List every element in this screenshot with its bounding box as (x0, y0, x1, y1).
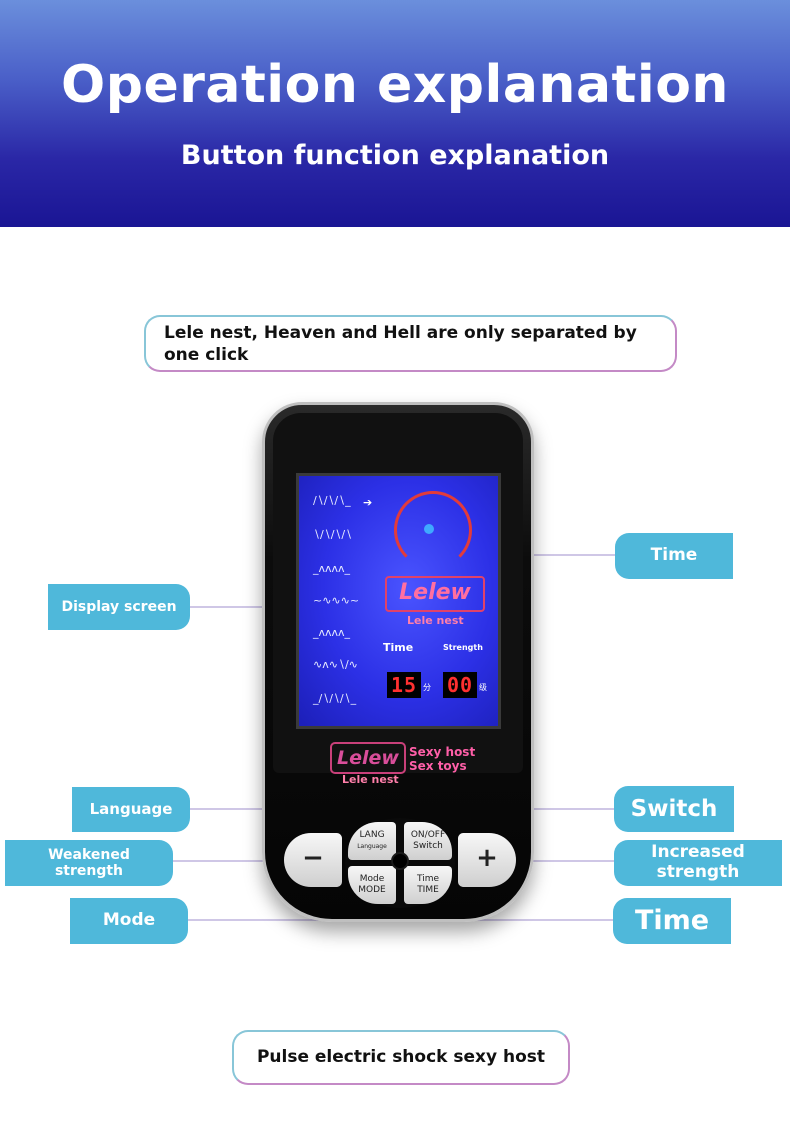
tag-time-bottom: Time (613, 898, 731, 944)
screen-strength-label: Strength (443, 643, 483, 652)
connector-time-bottom (418, 919, 614, 921)
top-note: Lele nest, Heaven and Hell are only sepa… (144, 315, 677, 372)
time-button-label: Time (416, 874, 440, 884)
ring-dot-icon (424, 524, 434, 534)
strength-readout: 00 (443, 672, 477, 698)
page-subtitle: Button function explanation (180, 140, 610, 171)
tag-mode: Mode (70, 898, 188, 944)
intensity-ring-icon (394, 491, 472, 569)
tag-display-screen: Display screen (48, 584, 190, 630)
onoff-button-sub: Switch (413, 841, 443, 851)
increase-strength-button[interactable]: + (458, 833, 516, 887)
time-unit: 分 (423, 683, 431, 692)
wave-icon-7: _∕∖∕∖∕∖_ (313, 692, 357, 705)
tag-language: Language (72, 787, 190, 832)
device-brand: Lele nest (342, 773, 399, 786)
wave-icon-2: ∖∕∖∕∖∕∖ (313, 528, 353, 541)
time-readout: 15 (387, 672, 421, 698)
mode-button-label: Mode (359, 874, 385, 884)
connector-mode (188, 919, 388, 921)
center-button[interactable] (391, 852, 409, 870)
tag-time-top: Time (615, 533, 733, 579)
connector-display (190, 606, 300, 608)
display-screen: ∕∖∕∖∕∖_ ∖∕∖∕∖∕∖ _ʌʌʌʌ_ ~∿∿∿~ _ʌʌʌʌ_ ∿ʌ∿∖… (296, 473, 501, 729)
host-line-1: Sexy host (409, 745, 476, 759)
header-banner (0, 0, 790, 227)
host-line-2: Sex toys (409, 759, 467, 773)
lang-button-label: LANG (359, 830, 385, 840)
time-button-sub: TIME (417, 885, 439, 895)
screen-logo: Lelew (385, 576, 485, 612)
page-title: Operation explanation (61, 55, 729, 115)
tag-switch: Switch (614, 786, 734, 832)
lang-button-sub: Language (357, 843, 387, 850)
strength-unit: 级 (479, 683, 487, 692)
wave-icon-1: ∕∖∕∖∕∖_ (313, 494, 351, 507)
decrease-strength-button[interactable]: − (284, 833, 342, 887)
tag-increased-strength: Increased strength (614, 840, 782, 886)
screen-time-label: Time (383, 641, 414, 654)
wave-icon-6: ∿ʌ∿∖∕∿ (313, 658, 358, 671)
bottom-note: Pulse electric shock sexy host (232, 1030, 570, 1085)
connector-increase (490, 860, 616, 862)
onoff-button-label: ON/OFF (410, 830, 446, 840)
device-logo: Lelew (330, 742, 406, 774)
mode-button-sub: MODE (358, 885, 386, 895)
screen-brand: Lele nest (407, 614, 464, 627)
connector-weaken (172, 860, 300, 862)
tag-weakened-strength: Weakened strength (5, 840, 173, 886)
wave-icon-4: ~∿∿∿~ (313, 594, 360, 607)
wave-icon-3: _ʌʌʌʌ_ (313, 562, 351, 575)
arrow-icon: ➔ (363, 496, 373, 509)
device-host-text: Sexy host Sex toys (409, 745, 475, 773)
wave-icon-5: _ʌʌʌʌ_ (313, 626, 351, 639)
